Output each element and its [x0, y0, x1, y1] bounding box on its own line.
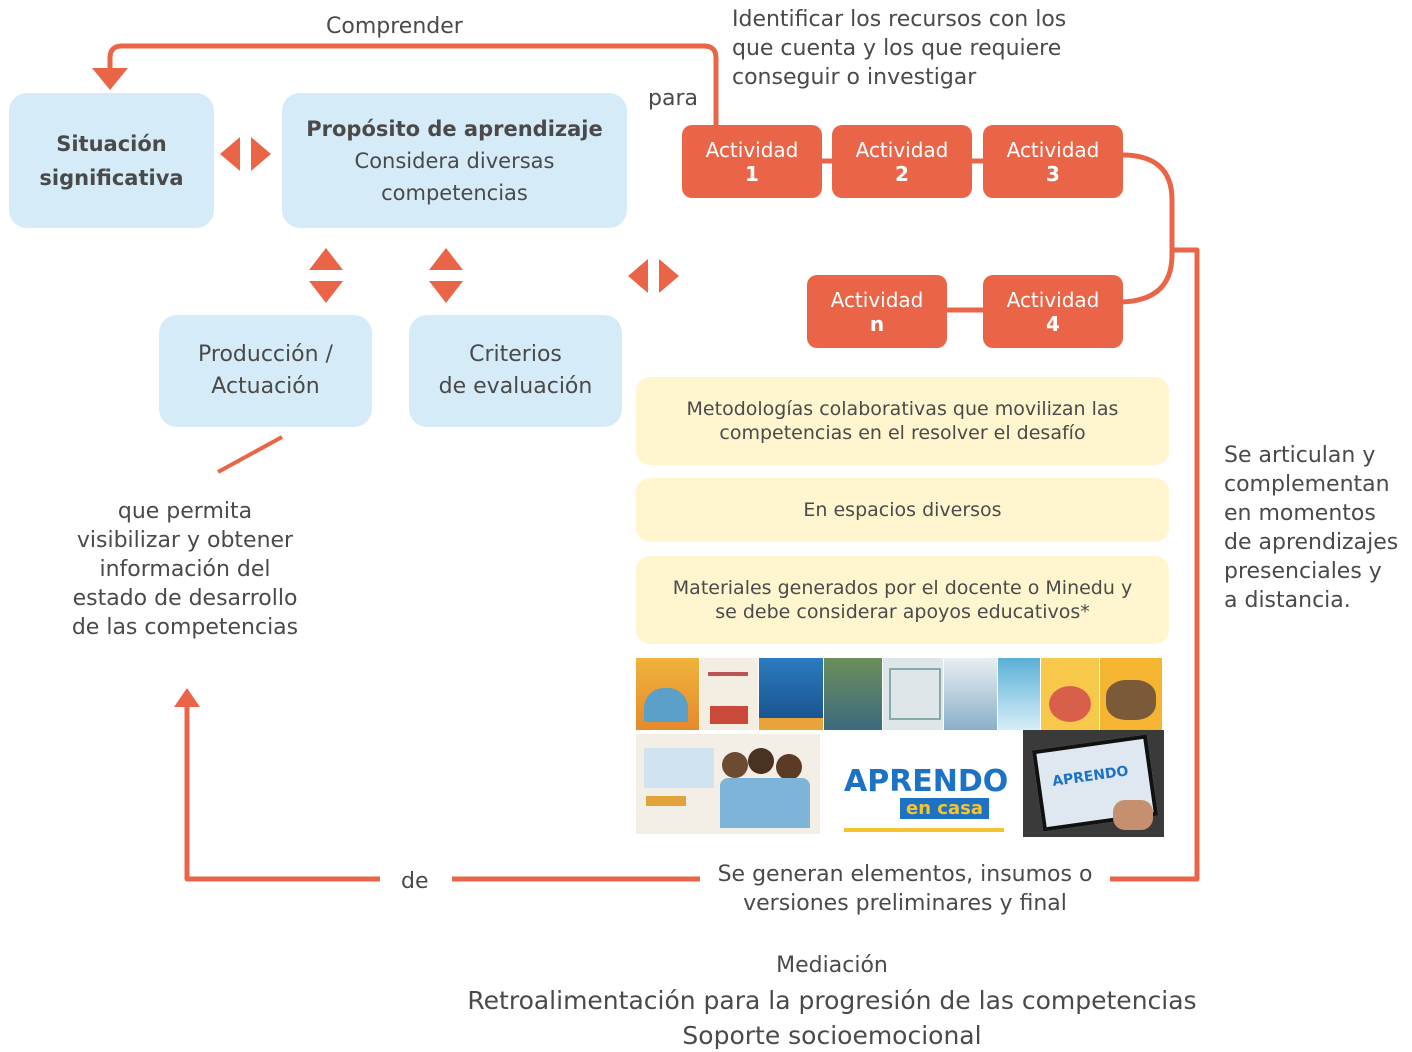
- actividad-3-num: 3: [1046, 161, 1060, 186]
- identificar-line-3: conseguir o investigar: [732, 65, 977, 90]
- identificar-line-2: que cuenta y los que requiere: [732, 36, 1062, 61]
- que-permita-line-5: de las competencias: [71, 615, 299, 640]
- comprender-label: Comprender: [326, 14, 463, 39]
- book-cover-image: [998, 658, 1040, 730]
- book-cover-image: [1041, 658, 1099, 730]
- para-label: para: [648, 86, 698, 111]
- sit-prop-arrow-right: [251, 137, 271, 171]
- tablet-screen-text: APRENDO: [1051, 763, 1130, 790]
- book-cover-image: [824, 658, 882, 730]
- prop-crit-arrow-up: [429, 248, 463, 270]
- que-permita-line-3: información del: [99, 557, 271, 582]
- actividad-3-label: Actividad: [1006, 137, 1100, 162]
- book-cover-image: [700, 658, 758, 730]
- actividad-n-num: n: [869, 311, 885, 336]
- metodologias-line-1: Metodologías colaborativas que movilizan…: [686, 398, 1119, 420]
- criterios-line-2: de evaluación: [438, 374, 593, 399]
- produccion-actuacion-box: Producción / Actuación: [159, 315, 372, 427]
- se-articulan-text: Se articulan y complementan en momentos …: [1224, 441, 1398, 615]
- se-articulan-line-4: de aprendizajes: [1224, 530, 1399, 555]
- tablet-photo-image: APRENDO: [1023, 730, 1164, 837]
- sit-prop-arrow-left: [220, 137, 240, 171]
- materiales-note: Materiales generados por el docente o Mi…: [636, 556, 1169, 644]
- se-generan-line-2: versiones preliminares y final: [743, 891, 1067, 916]
- left-arrowhead-up: [174, 688, 200, 707]
- que-permita-line-1: que permita: [117, 499, 253, 524]
- comprender-arrow-line: [107, 43, 719, 126]
- criterios-line-1: Criterios: [469, 342, 562, 367]
- prop-prod-arrow-down: [309, 281, 343, 303]
- actividad-2-num: 2: [895, 161, 909, 186]
- aprendo-logo-text: APRENDO: [844, 764, 1009, 799]
- materiales-line-2: se debe considerar apoyos educativos*: [715, 601, 1090, 623]
- proposito-aprendizaje-box: Propósito de aprendizaje Considera diver…: [282, 93, 627, 228]
- actividad-2-box: Actividad 2: [832, 125, 972, 198]
- soporte-socioemocional-text: Soporte socioemocional: [682, 1021, 982, 1050]
- act3-act4-curve: [1121, 152, 1175, 305]
- retroalimentacion-text: Retroalimentación para la progresión de …: [467, 986, 1197, 1015]
- actividad-4-num: 4: [1046, 311, 1060, 336]
- prop-crit-arrow-down: [429, 281, 463, 303]
- aprendo-en-casa-logo: APRENDO en casa: [844, 734, 1009, 834]
- identificar-line-1: Identificar los recursos con los: [732, 7, 1067, 32]
- mid-arrow-left: [628, 259, 648, 293]
- actividad-n-box: Actividad n: [807, 275, 947, 348]
- materiales-line-1: Materiales generados por el docente o Mi…: [672, 577, 1133, 599]
- book-cover-image: [636, 658, 699, 730]
- se-articulan-line-2: complementan: [1224, 472, 1390, 497]
- proposito-sub-2: competencias: [381, 180, 528, 205]
- actividad-1-box: Actividad 1: [682, 125, 822, 198]
- se-articulan-line-5: presenciales y: [1224, 559, 1382, 584]
- se-generan-line-1: Se generan elementos, insumos o: [717, 862, 1093, 887]
- book-cover-image: [759, 658, 823, 730]
- que-permita-text: que permita visibilizar y obtener inform…: [40, 497, 330, 642]
- espacios-line: En espacios diversos: [803, 499, 1002, 521]
- bottom-line-left: [184, 700, 380, 882]
- produccion-line-1: Producción /: [198, 342, 333, 367]
- produccion-line-2: Actuación: [211, 374, 320, 399]
- book-cover-image: [944, 658, 997, 730]
- situacion-line-2: significativa: [39, 165, 184, 190]
- situacion-significativa-box: Situación significativa: [9, 93, 214, 228]
- criterios-evaluacion-box: Criterios de evaluación: [409, 315, 622, 427]
- comprender-arrowhead: [92, 68, 128, 90]
- mediacion-title: Mediación: [776, 953, 888, 978]
- en-casa-logo-text: en casa: [900, 798, 989, 819]
- actividad-1-num: 1: [745, 161, 759, 186]
- prop-prod-arrow-up: [309, 248, 343, 270]
- que-permita-line-2: visibilizar y obtener: [76, 528, 294, 553]
- actividad-3-box: Actividad 3: [983, 125, 1123, 198]
- produccion-slash: [217, 435, 283, 474]
- metodologias-line-2: competencias en el resolver el desafío: [719, 422, 1086, 444]
- de-label: de: [401, 869, 429, 894]
- proposito-sub-1: Considera diversas: [354, 148, 555, 173]
- actividad-4-label: Actividad: [1006, 287, 1100, 312]
- se-generan-text: Se generan elementos, insumos o versione…: [700, 860, 1110, 918]
- se-articulan-line-3: en momentos: [1224, 501, 1376, 526]
- actividad-1-label: Actividad: [705, 137, 799, 162]
- proposito-title: Propósito de aprendizaje: [306, 116, 603, 141]
- espacios-note: En espacios diversos: [636, 478, 1169, 542]
- que-permita-line-4: estado de desarrollo: [72, 586, 298, 611]
- identificar-text: Identificar los recursos con los que cue…: [732, 5, 1066, 92]
- actividad-2-label: Actividad: [855, 137, 949, 162]
- se-articulan-line-6: a distancia.: [1224, 588, 1351, 613]
- metodologias-note: Metodologías colaborativas que movilizan…: [636, 377, 1169, 465]
- se-articulan-line-1: Se articulan y: [1224, 443, 1376, 468]
- book-cover-image: [1100, 658, 1162, 730]
- actividad-n-label: Actividad: [830, 287, 924, 312]
- orientaciones-poster-image: [636, 734, 820, 834]
- situacion-line-1: Situación: [56, 131, 167, 156]
- right-feedback-line: [1110, 247, 1200, 882]
- mid-arrow-right: [659, 259, 679, 293]
- actividad-4-box: Actividad 4: [983, 275, 1123, 348]
- book-cover-image: [883, 658, 943, 730]
